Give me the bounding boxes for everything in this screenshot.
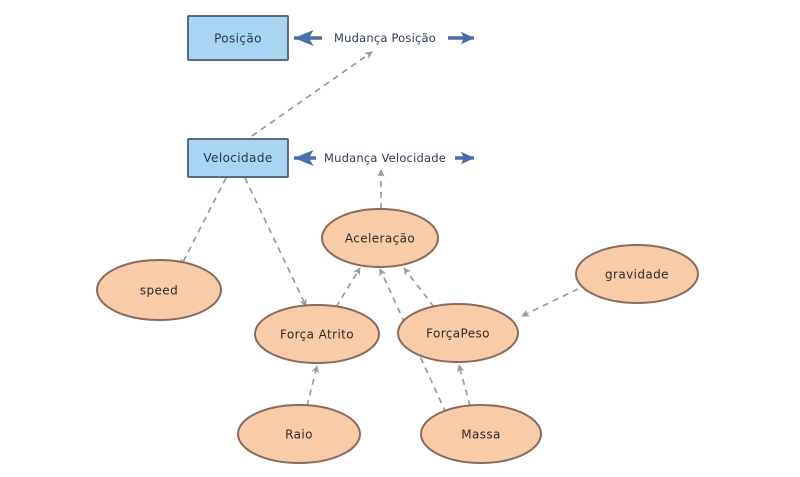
variable-aceleracao-label: Aceleração xyxy=(345,232,415,246)
variable-gravidade-label: gravidade xyxy=(605,268,669,282)
variable-forca-atrito-ellipse xyxy=(254,304,380,364)
link-velocidade-to-speed[interactable] xyxy=(180,177,227,267)
stock-posicao-label: Posição xyxy=(214,32,262,46)
variable-forca-atrito-label: Força Atrito xyxy=(280,328,354,342)
flow-mudanca-velocidade[interactable]: Mudança Velocidade xyxy=(294,150,475,167)
stock-velocidade-label: Velocidade xyxy=(203,151,272,165)
variable-gravidade[interactable]: gravidade xyxy=(575,244,699,304)
variable-raio[interactable]: Raio xyxy=(237,404,361,464)
link-forca-peso-to-aceleracao[interactable] xyxy=(403,267,435,308)
link-gravidade-to-forca-peso[interactable] xyxy=(521,288,579,317)
flow-label-mudanca-velocidade: Mudança Velocidade xyxy=(324,151,446,165)
variable-speed-label: speed xyxy=(140,284,178,298)
variable-forca-atrito[interactable]: Força Atrito xyxy=(254,304,380,364)
variable-forca-peso[interactable]: ForçaPeso xyxy=(397,303,519,363)
variable-gravidade-ellipse xyxy=(575,244,699,304)
flow-label-mudanca-posicao: Mudança Posição xyxy=(334,31,436,45)
flow-label-backdrop-posicao xyxy=(322,30,448,47)
variable-massa-ellipse xyxy=(420,404,542,464)
variable-raio-label: Raio xyxy=(285,428,313,442)
stock-posicao[interactable]: Posição xyxy=(187,15,289,61)
stock-posicao-box xyxy=(187,15,289,61)
variable-forca-peso-ellipse xyxy=(397,303,519,363)
variable-massa-label: Massa xyxy=(461,428,501,442)
variable-speed[interactable]: speed xyxy=(96,259,222,321)
link-forca-atrito-to-aceleracao[interactable] xyxy=(335,267,361,308)
link-massa-to-forca-peso[interactable] xyxy=(457,364,471,407)
variable-speed-ellipse xyxy=(96,259,222,321)
flow-label-backdrop-velocidade xyxy=(316,150,455,167)
link-raio-to-forca-atrito[interactable] xyxy=(306,365,320,407)
variable-forca-peso-label: ForçaPeso xyxy=(426,327,490,341)
causal-link-layer xyxy=(180,51,579,414)
stock-velocidade-box xyxy=(187,138,289,178)
link-velocidade-to-forca-atrito[interactable] xyxy=(244,177,307,307)
flow-mudanca-posicao[interactable]: Mudança Posição xyxy=(294,30,475,47)
variable-aceleracao[interactable]: Aceleração xyxy=(321,208,439,268)
variable-aceleracao-ellipse xyxy=(321,208,439,268)
variable-raio-ellipse xyxy=(237,404,361,464)
link-velocidade-to-mudanca-posicao[interactable] xyxy=(251,51,373,137)
variable-massa[interactable]: Massa xyxy=(420,404,542,464)
stock-velocidade[interactable]: Velocidade xyxy=(187,138,289,178)
